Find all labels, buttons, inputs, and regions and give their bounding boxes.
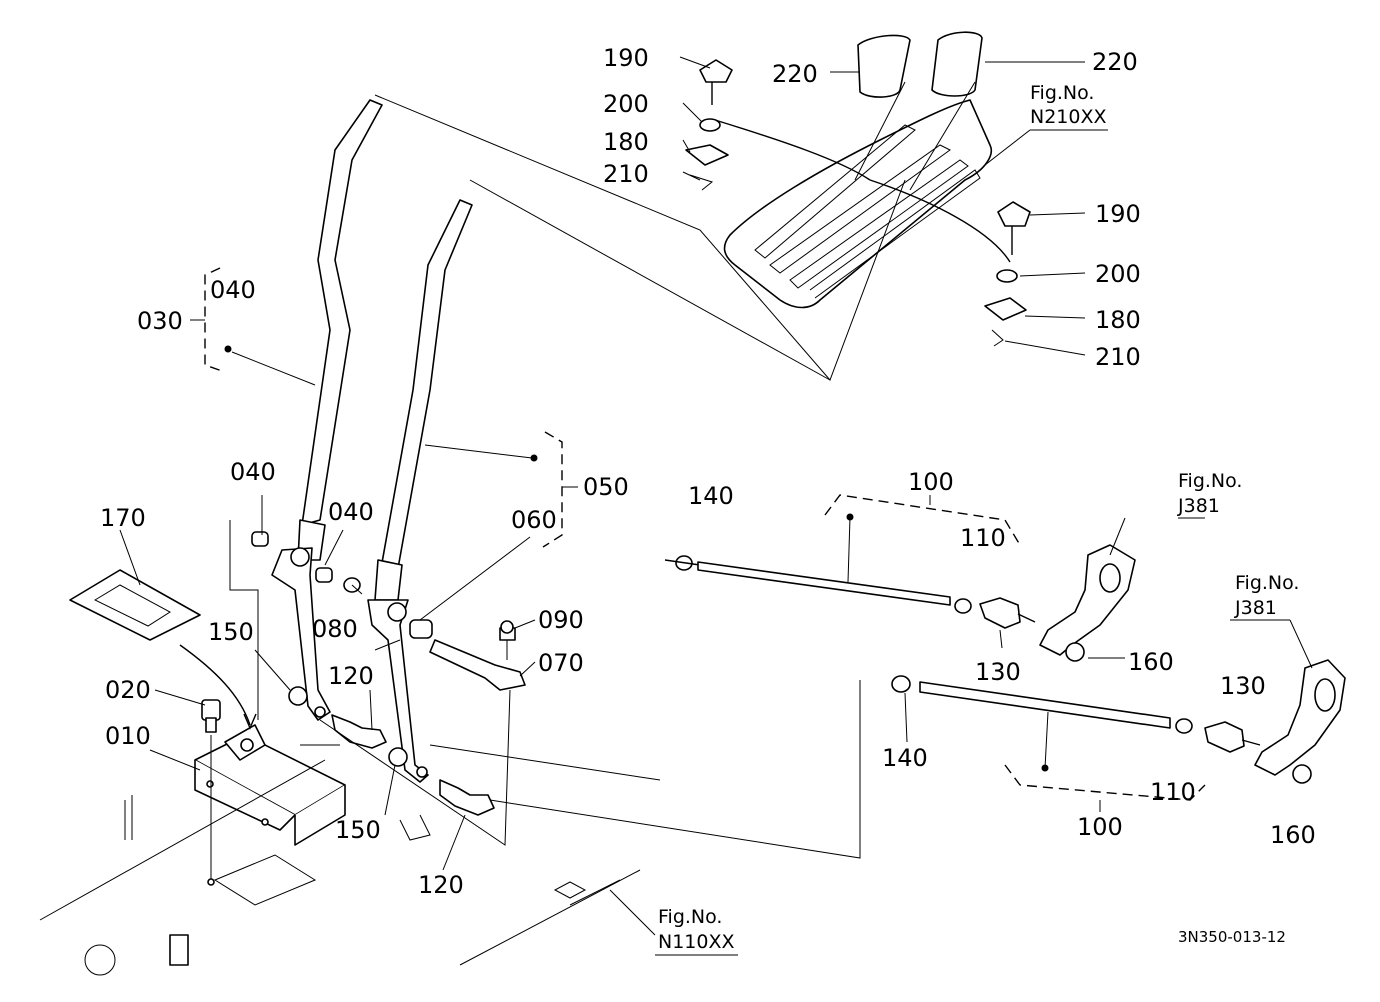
pedal-rubber-left <box>857 34 911 98</box>
part-label-090: 090 <box>538 606 584 634</box>
part-label-010: 010 <box>105 722 151 750</box>
part-label-180: 180 <box>1095 306 1141 334</box>
pedal-pad <box>723 99 992 309</box>
part-label-140: 140 <box>882 744 928 772</box>
fig-ref-n110xx: N110XX <box>658 931 735 953</box>
bushing-040a <box>251 531 269 547</box>
bracket-plate <box>194 724 346 846</box>
part-label-150: 150 <box>208 618 254 646</box>
rod-upper <box>664 555 1036 649</box>
part-label-160: 160 <box>1128 648 1174 676</box>
part-label-120: 120 <box>328 662 374 690</box>
fig-ref-label: Fig.No. <box>1235 572 1300 594</box>
part-label-070: 070 <box>538 649 584 677</box>
bushing-040b <box>315 567 333 583</box>
part-label-110: 110 <box>960 524 1006 552</box>
fig-ref-label: Fig.No. <box>658 906 723 928</box>
pin-020 <box>201 699 221 886</box>
part-label-200: 200 <box>603 90 649 118</box>
fig-ref-j381: J381 <box>1235 597 1277 619</box>
part-label-130: 130 <box>1220 672 1266 700</box>
floor-base <box>39 759 641 976</box>
part-label-160: 160 <box>1270 821 1316 849</box>
part-label-190: 190 <box>603 44 649 72</box>
rod-lower <box>891 675 1261 753</box>
drawing-code: 3N350-013-12 <box>1178 928 1286 946</box>
plate-170 <box>69 569 201 641</box>
part-label-020: 020 <box>105 676 151 704</box>
arm-upper <box>1039 544 1136 662</box>
part-label-040: 040 <box>230 458 276 486</box>
part-label-210: 210 <box>1095 343 1141 371</box>
part-label-200: 200 <box>1095 260 1141 288</box>
part-label-220: 220 <box>772 60 818 88</box>
part-label-190: 190 <box>1095 200 1141 228</box>
part-label-060: 060 <box>511 506 557 534</box>
part-label-180: 180 <box>603 128 649 156</box>
fig-ref-label: Fig.No. <box>1178 470 1243 492</box>
part-label-210: 210 <box>603 160 649 188</box>
lever-left <box>271 99 383 721</box>
part-label-050: 050 <box>583 473 629 501</box>
fig-ref-label: Fig.No. <box>1030 82 1095 104</box>
part-label-040: 040 <box>328 498 374 526</box>
part-label-100: 100 <box>908 468 954 496</box>
part-label-040: 040 <box>210 276 256 304</box>
lever-right <box>367 199 473 783</box>
arm-lower <box>1254 659 1346 784</box>
part-label-150: 150 <box>335 816 381 844</box>
fig-ref-n210xx: N210XX <box>1030 106 1107 128</box>
part-label-140: 140 <box>688 482 734 510</box>
fig-ref-j381: J381 <box>1178 495 1220 517</box>
part-label-080: 080 <box>312 615 358 643</box>
part-label-110: 110 <box>1150 778 1196 806</box>
part-label-120: 120 <box>418 871 464 899</box>
part-label-030: 030 <box>137 307 183 335</box>
pedal-rubber-right <box>931 31 983 97</box>
fastener-set-right <box>984 201 1031 347</box>
part-label-220: 220 <box>1092 48 1138 76</box>
fastener-set-left <box>685 59 733 191</box>
part-label-130: 130 <box>975 658 1021 686</box>
part-label-170: 170 <box>100 504 146 532</box>
part-label-100: 100 <box>1077 813 1123 841</box>
